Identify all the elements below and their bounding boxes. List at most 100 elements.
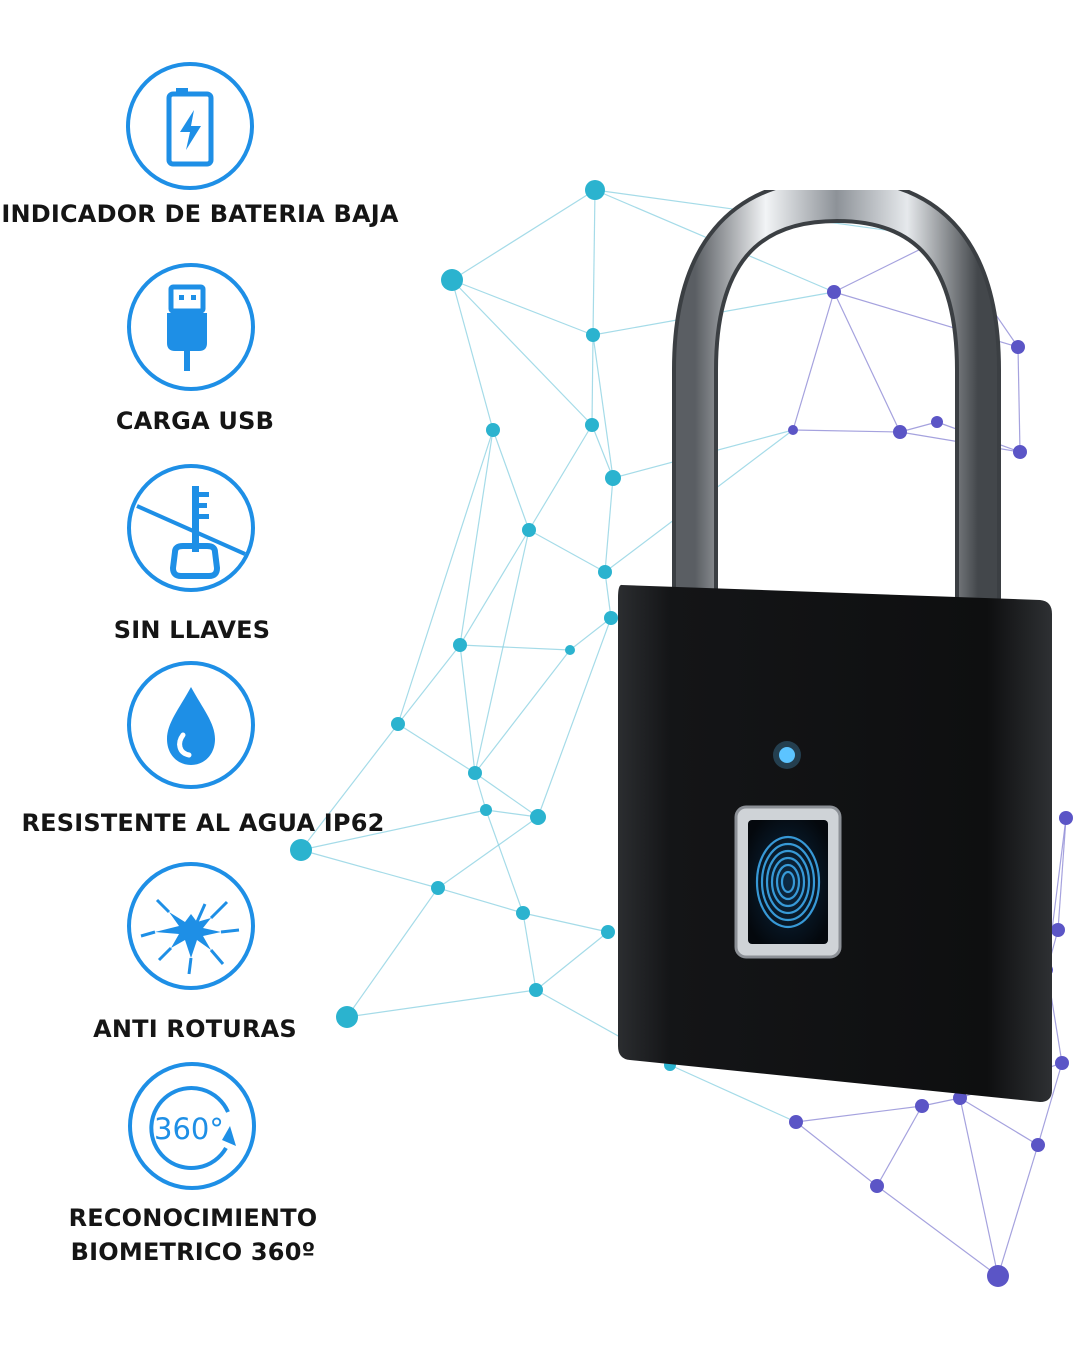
feature-label: RESISTENTE AL AGUA IP62 [21, 809, 385, 837]
feature-label: ANTI ROTURAS [93, 1015, 297, 1043]
feature-label-line2: BIOMETRICO 360º [70, 1238, 316, 1266]
network-link [485, 809, 539, 818]
network-node [604, 611, 618, 625]
network-node [1059, 811, 1073, 825]
network-link [451, 189, 596, 281]
network-node [529, 983, 543, 997]
network-link [833, 291, 901, 433]
network-node [1031, 1138, 1045, 1152]
network-node [516, 906, 530, 920]
feature-label: RECONOCIMIENTO BIOMETRICO 360º [0, 1201, 403, 1269]
network-link [397, 723, 476, 774]
network-link [569, 617, 612, 651]
network-link [792, 429, 901, 433]
network-link [591, 424, 614, 479]
no-key-icon [127, 464, 255, 592]
network-link [459, 644, 571, 651]
icon-360-text: 360° [154, 1112, 224, 1146]
rotation-360-icon: 360° [128, 1062, 256, 1190]
network-link [474, 649, 571, 774]
network-node [391, 717, 405, 731]
network-link [485, 809, 524, 914]
network-link [959, 1097, 999, 1277]
network-link [346, 887, 439, 1018]
network-link [451, 279, 494, 431]
network-link [792, 291, 835, 431]
feature-keyless: SIN LLAVES [0, 464, 402, 644]
network-link [669, 1064, 797, 1123]
network-link [300, 723, 399, 851]
network-link [535, 931, 609, 991]
network-link [397, 644, 461, 725]
network-node [953, 1091, 967, 1105]
network-link [1037, 1062, 1063, 1146]
network-link [459, 429, 494, 646]
feature-battery: INDICADOR DE BATERIA BAJA [0, 62, 410, 242]
feature-impact: ANTI ROTURAS [0, 862, 405, 1043]
network-link [604, 477, 614, 573]
network-node [915, 1099, 929, 1113]
network-link [1017, 346, 1021, 453]
network-node [468, 766, 482, 780]
network-link [459, 529, 530, 646]
network-link [592, 189, 596, 336]
crack-impact-icon [127, 862, 255, 990]
water-drop-icon [127, 661, 255, 789]
network-link [1057, 817, 1067, 931]
network-node [789, 1115, 803, 1129]
network-link [459, 644, 476, 774]
network-node [931, 416, 943, 428]
network-node [486, 423, 500, 437]
network-node [893, 425, 907, 439]
network-node [585, 418, 599, 432]
network-link [492, 429, 530, 531]
network-node [565, 645, 575, 655]
network-node [870, 1179, 884, 1193]
feature-biometric: 360° RECONOCIMIENTO BIOMETRICO 360º [0, 1062, 403, 1272]
network-link [346, 989, 537, 1018]
network-link [959, 1097, 1039, 1146]
network-node [530, 809, 546, 825]
network-link [522, 912, 609, 933]
feature-water: RESISTENTE AL AGUA IP62 [0, 661, 413, 841]
network-node [336, 1006, 358, 1028]
network-node [788, 425, 798, 435]
network-link [591, 334, 594, 426]
network-node [480, 804, 492, 816]
network-link [528, 424, 593, 531]
feature-label: SIN LLAVES [113, 616, 271, 644]
network-node [1055, 1056, 1069, 1070]
network-link [474, 772, 539, 818]
network-link [300, 849, 439, 889]
feature-usb: CARGA USB [0, 263, 405, 443]
battery-charging-icon [126, 62, 254, 190]
network-node [441, 269, 463, 291]
network-link [997, 1144, 1039, 1277]
network-link [451, 279, 594, 336]
network-node [605, 470, 621, 486]
fingerprint-padlock-icon [618, 190, 1052, 1102]
network-node [1011, 340, 1025, 354]
network-node [1013, 445, 1027, 459]
network-link [592, 334, 614, 479]
network-node [522, 523, 536, 537]
feature-label: CARGA USB [115, 407, 275, 435]
network-node [1051, 923, 1065, 937]
feature-label-line1: RECONOCIMIENTO [68, 1204, 318, 1232]
network-link [876, 1185, 999, 1277]
network-node [290, 839, 312, 861]
network-link [300, 809, 487, 851]
network-link [604, 571, 612, 619]
network-node [598, 565, 612, 579]
network-link [528, 529, 606, 573]
feature-label: INDICADOR DE BATERIA BAJA [1, 200, 399, 228]
network-link [795, 1105, 923, 1123]
network-link [397, 429, 494, 725]
network-link [474, 529, 530, 774]
network-node [453, 638, 467, 652]
network-link [451, 279, 593, 426]
network-node [585, 180, 605, 200]
network-link [795, 1121, 878, 1187]
network-link [437, 816, 539, 889]
network-link [537, 617, 612, 818]
